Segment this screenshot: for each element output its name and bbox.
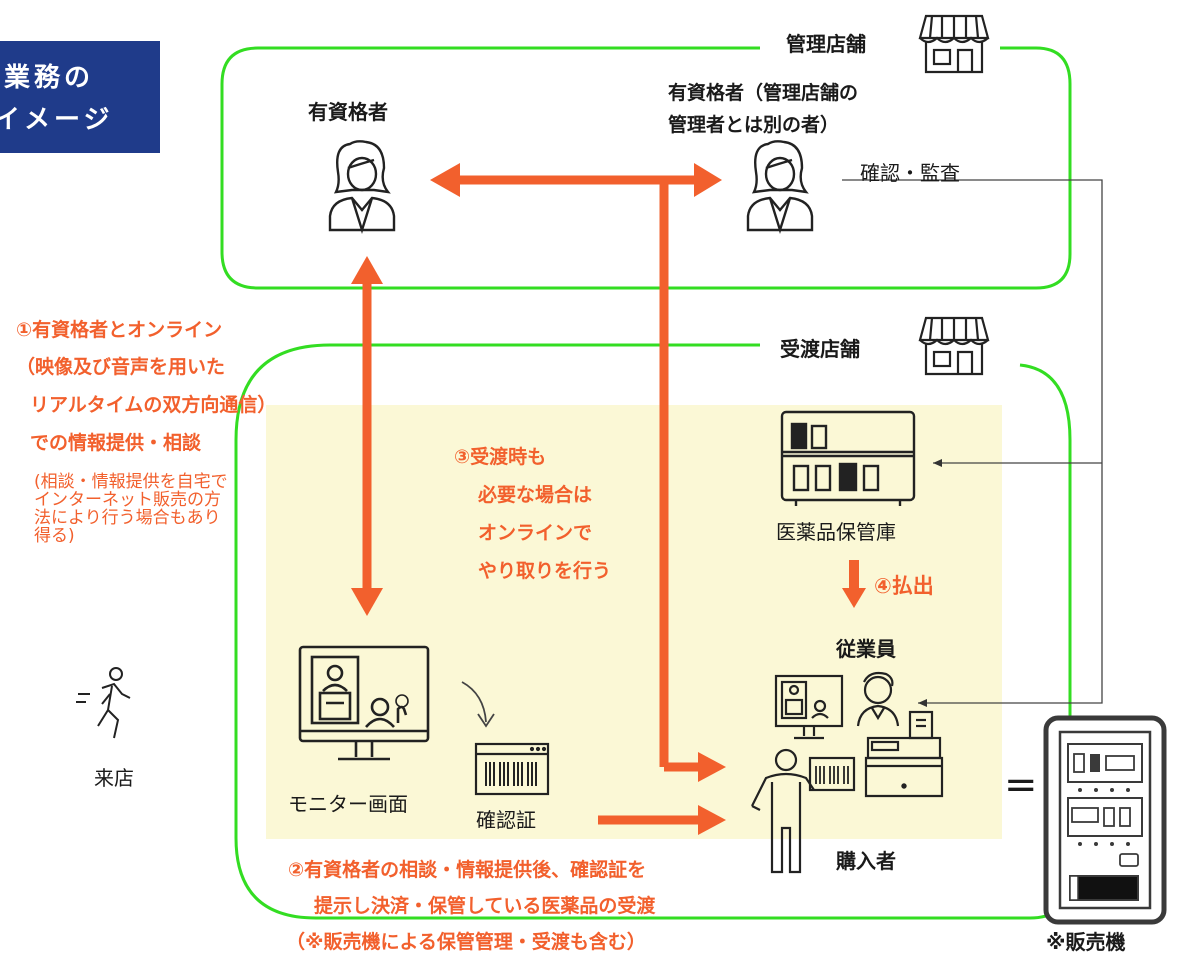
step1-line2: （映像及び音声を用いた xyxy=(16,356,226,378)
storage-label: 医薬品保管庫 xyxy=(776,520,896,544)
step4-label: ④払出 xyxy=(874,574,934,598)
step1-line4: での情報提供・相談 xyxy=(30,432,202,454)
step1-line3: リアルタイムの双方向通信） xyxy=(30,394,277,416)
step1-note-line1: (相談・情報提供を自宅で xyxy=(34,472,228,492)
manager-label-line2: 管理者とは別の者） xyxy=(668,114,840,136)
management-store-icon xyxy=(918,14,990,74)
step1-note-line3: 法により行う場合もあり xyxy=(34,508,221,528)
step3-line4: やり取りを行う xyxy=(478,560,612,582)
management-store-label: 管理店舗 xyxy=(780,28,872,57)
title-line1: 業務の xyxy=(4,63,95,93)
title-line2: イメージ xyxy=(0,105,114,135)
qualified-person-label: 有資格者 xyxy=(308,100,388,124)
step1-note-line4: 得る) xyxy=(34,526,75,546)
certificate-icon xyxy=(474,742,550,796)
step1-line1: ①有資格者とオンライン xyxy=(16,319,223,341)
purchaser-icon xyxy=(751,748,856,874)
step2-line1: ②有資格者の相談・情報提供後、確認証を xyxy=(288,859,647,881)
vending-machine-label: ※販売機 xyxy=(1046,930,1126,954)
audit-line xyxy=(842,179,1103,707)
step1-note-line2: インターネット販売の方 xyxy=(34,490,221,510)
employee-monitor-icon xyxy=(774,674,844,740)
qualified-person-icon xyxy=(328,140,396,235)
delivery-area-background xyxy=(266,405,1002,839)
equals-sign: = xyxy=(1004,762,1038,808)
qualified-manager-icon xyxy=(746,140,814,235)
certificate-label: 確認証 xyxy=(476,808,536,832)
purchaser-label: 購入者 xyxy=(836,849,896,873)
register-icon xyxy=(864,710,944,798)
manager-label-line1: 有資格者（管理店舗の xyxy=(668,82,859,104)
employee-label: 従業員 xyxy=(836,637,896,661)
orange-arrows xyxy=(351,163,866,835)
delivery-store-label: 受渡店舗 xyxy=(774,333,866,362)
step2-line3: （※販売機による保管管理・受渡も含む） xyxy=(286,931,646,953)
delivery-store-frame xyxy=(234,343,1072,920)
management-store-frame xyxy=(220,46,1072,290)
delivery-store-icon xyxy=(918,316,990,376)
visit-label: 来店 xyxy=(94,766,134,790)
audit-label: 確認・監査 xyxy=(860,161,960,185)
employee-icon xyxy=(856,671,900,727)
curved-arrow xyxy=(461,681,487,723)
monitor-icon xyxy=(298,645,430,761)
monitor-label: モニター画面 xyxy=(288,792,408,816)
step3-line1: ③受渡時も xyxy=(454,446,547,468)
step2-line2: 提示し決済・保管している医薬品の受渡 xyxy=(314,895,656,917)
title-box: 業務の イメージ xyxy=(0,41,160,153)
vending-machine-icon xyxy=(1043,715,1167,925)
walking-person-icon xyxy=(76,667,131,739)
medicine-storage-icon xyxy=(780,410,916,506)
step3-line3: オンラインで xyxy=(478,522,593,544)
step3-line2: 必要な場合は xyxy=(478,484,593,506)
